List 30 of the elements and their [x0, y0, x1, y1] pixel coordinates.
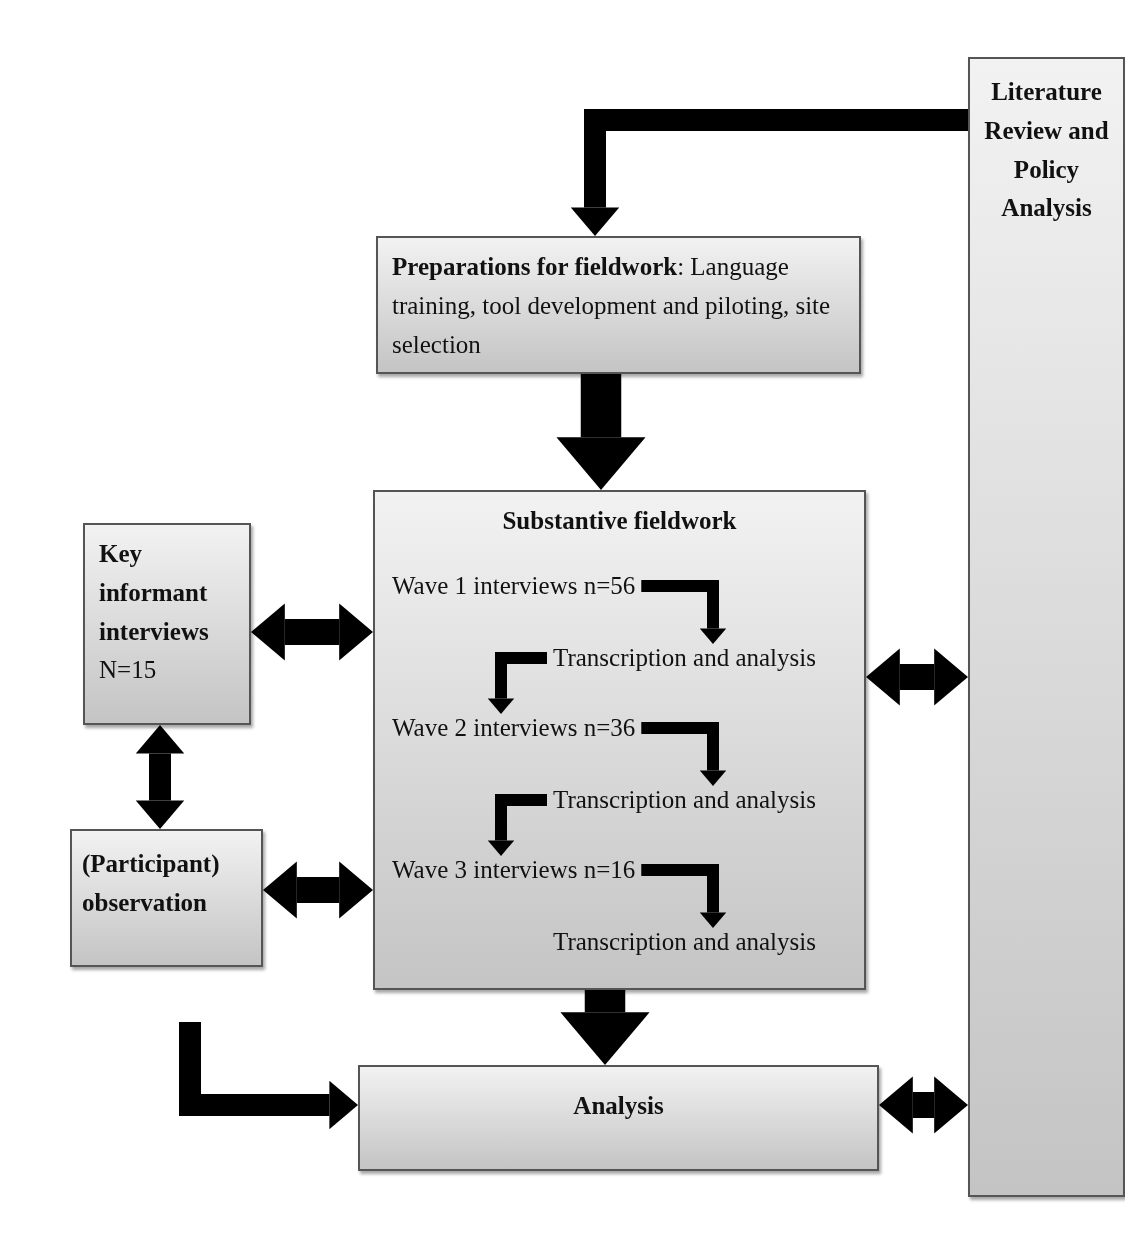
step-text: Wave 1 interviews n=56 [392, 572, 636, 600]
arrow [641, 864, 726, 928]
arrow [251, 603, 373, 661]
box-text: Substantive fieldwork [501, 506, 738, 536]
arrow [136, 725, 184, 829]
arrow [641, 580, 726, 644]
process-box [373, 490, 866, 990]
arrow [571, 109, 968, 236]
arrow [879, 1076, 968, 1134]
step-text: Wave 3 interviews n=16 [392, 856, 636, 884]
box-text: Preparations for fieldwork: Language training, tool development and piloting, site selection [392, 252, 832, 360]
process-box [968, 57, 1125, 1197]
box-text: (Participant) observation [82, 849, 221, 918]
process-box [358, 1065, 879, 1171]
arrow [263, 861, 373, 919]
arrow [179, 1022, 358, 1129]
box-text: Analysis [572, 1091, 665, 1121]
step-text: Transcription and analysis [553, 644, 816, 672]
arrow [557, 374, 645, 490]
box-text: Literature Review and Policy Analysis [983, 77, 1110, 224]
process-box [70, 829, 263, 967]
process-box [376, 236, 861, 374]
box-text: Key informant interviews N=15 [99, 539, 210, 686]
step-text: Transcription and analysis [553, 786, 816, 814]
process-box [83, 523, 251, 725]
step-text: Transcription and analysis [553, 928, 816, 956]
arrow [641, 722, 726, 786]
step-text: Wave 2 interviews n=36 [392, 714, 636, 742]
arrow [866, 648, 968, 706]
arrow [561, 990, 649, 1065]
